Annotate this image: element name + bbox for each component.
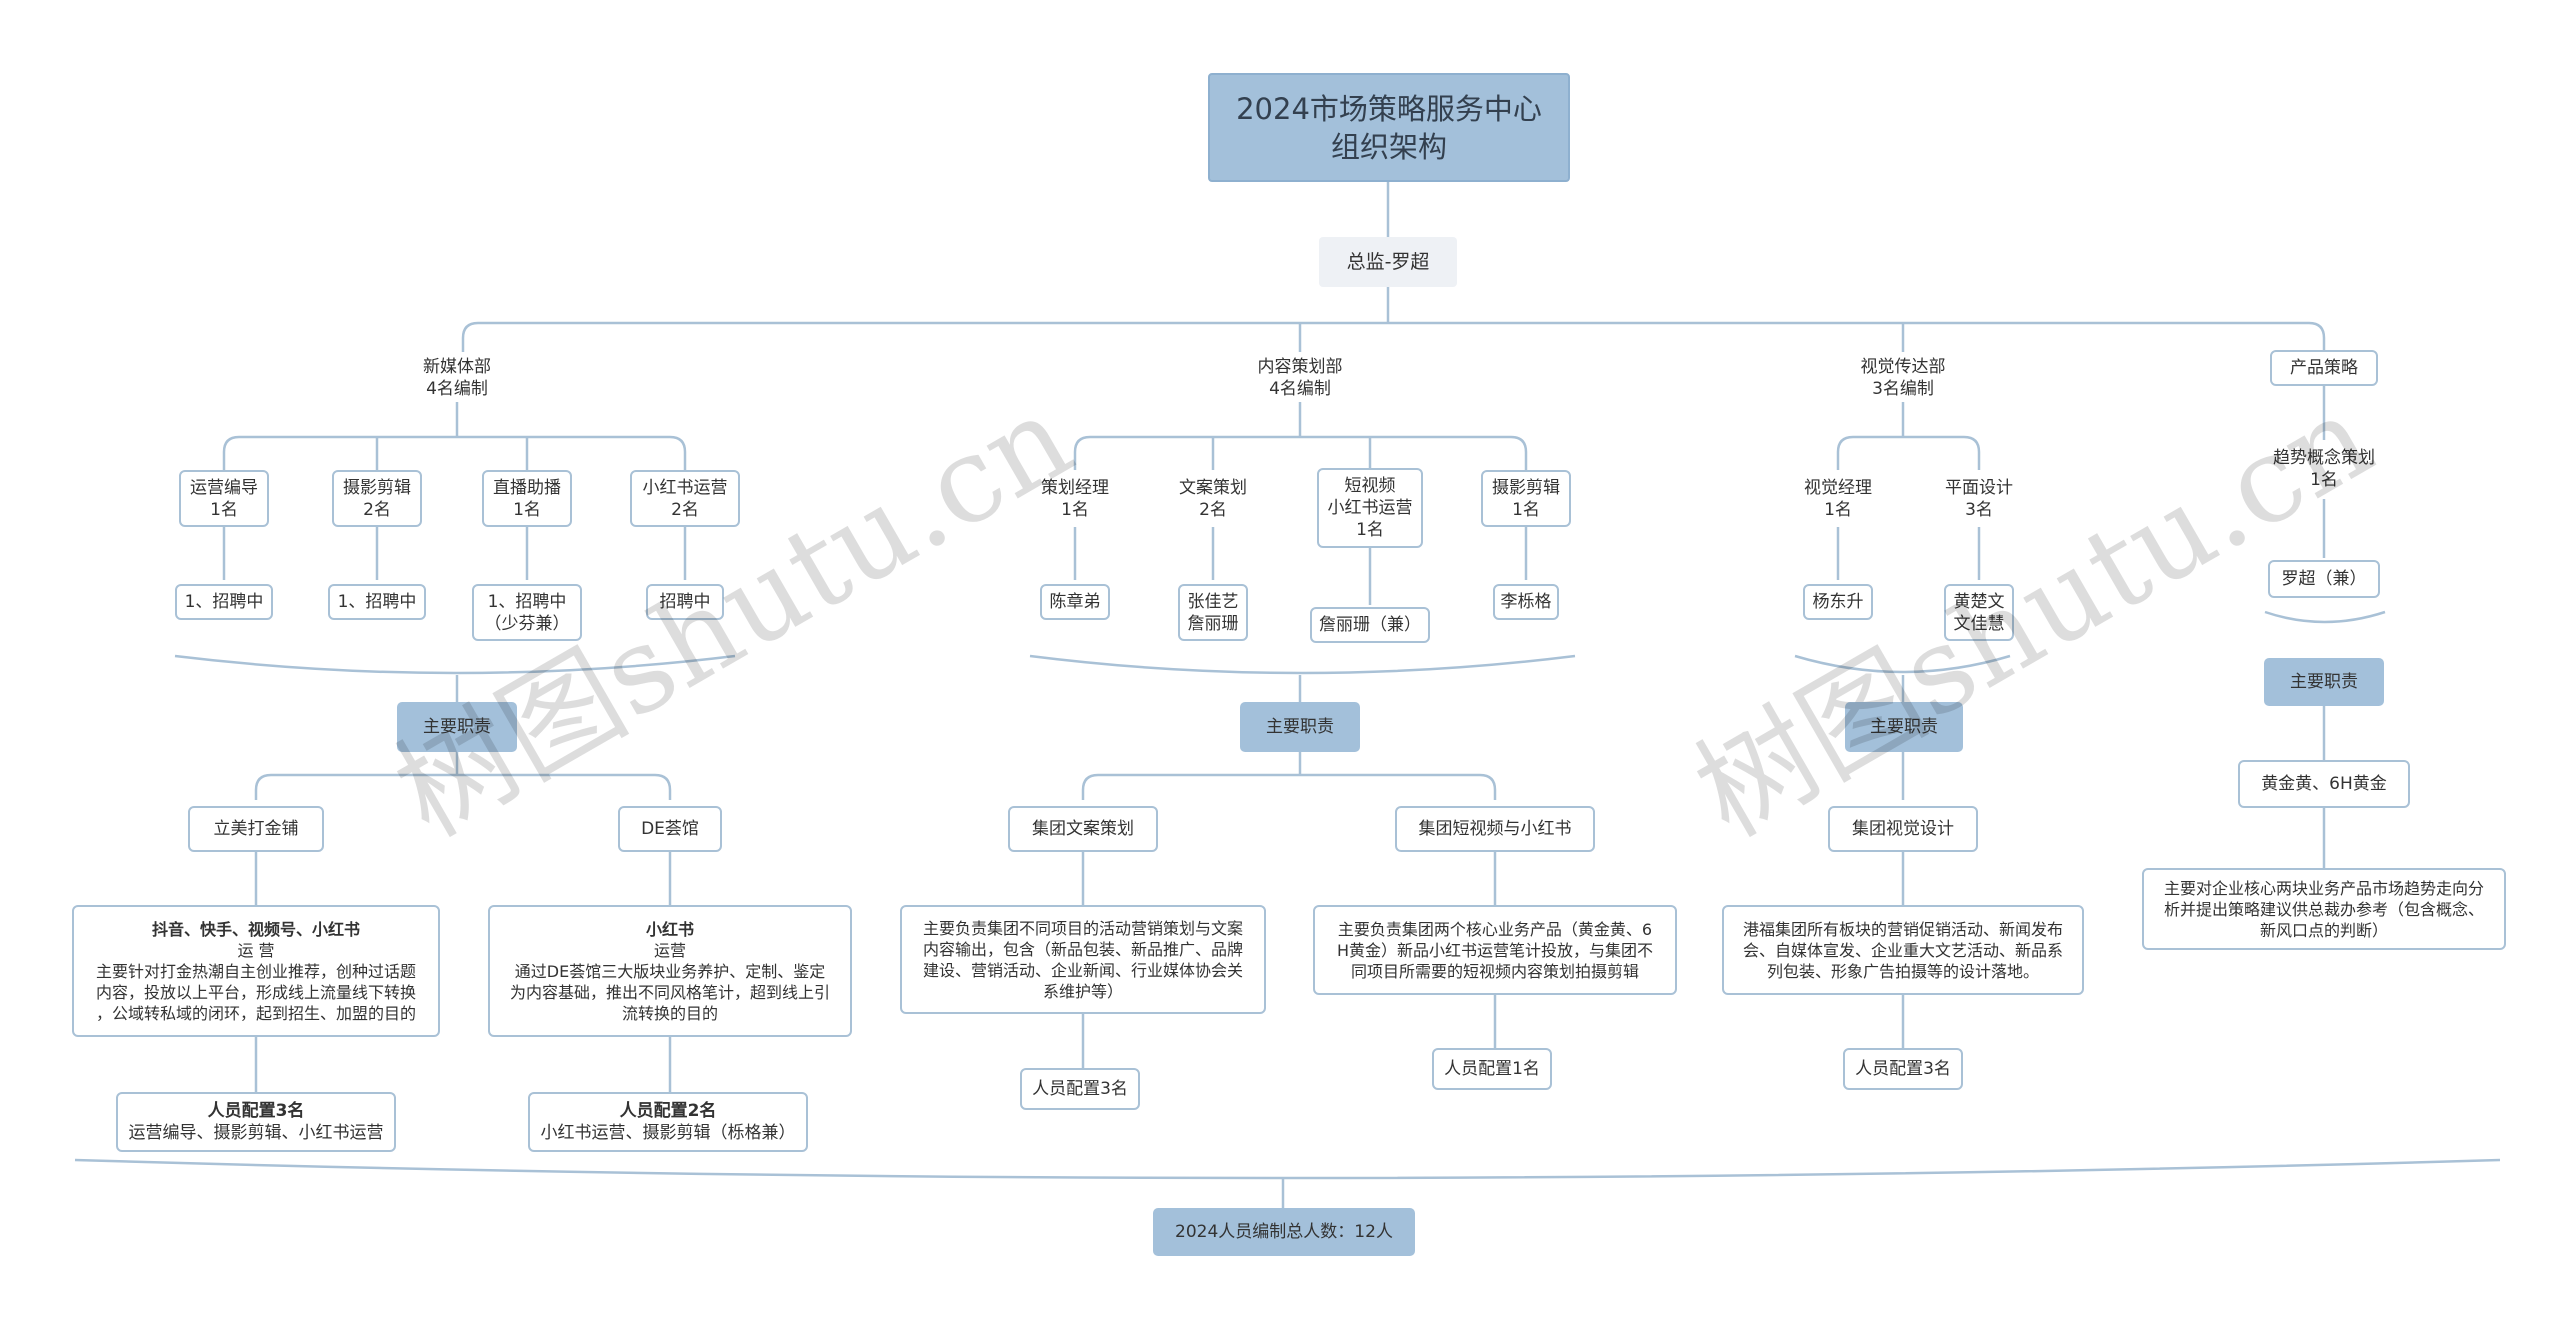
staff-node: 罗超（兼） — [2268, 560, 2380, 598]
staff-node: 杨东升 — [1803, 584, 1873, 620]
staff-node: 1、招聘中 — [175, 584, 273, 620]
duty-node-content: 主要职责 — [1240, 702, 1360, 752]
staffing-node: 人员配置3名 — [1020, 1068, 1140, 1110]
unit-node: 集团短视频与小红书 — [1395, 806, 1595, 852]
unit-node: 立美打金铺 — [188, 806, 324, 852]
desc-node: 港福集团所有板块的营销促销活动、新闻发布 会、自媒体宣发、企业重大文艺活动、新品… — [1722, 905, 2084, 995]
desc-node: 主要对企业核心两块业务产品市场趋势走向分 析并提出策略建议供总裁办参考（包含概念… — [2142, 868, 2506, 950]
staff-node: 李栎格 — [1493, 584, 1559, 620]
duty-node-visual: 主要职责 — [1845, 702, 1963, 752]
duty-node-newmedia: 主要职责 — [397, 702, 517, 752]
unit-node: 集团视觉设计 — [1828, 806, 1978, 852]
total-headcount: 2024人员编制总人数：12人 — [1153, 1208, 1415, 1256]
desc-node: 主要负责集团两个核心业务产品（黄金黄、6 H黄金）新品小红书运营笔计投放，与集团… — [1313, 905, 1677, 995]
staffing-node: 人员配置2名 小红书运营、摄影剪辑（栎格兼） — [528, 1092, 808, 1152]
chart-title-line2: 组织架构 — [1330, 129, 1447, 164]
dept-content: 内容策划部 4名编制 — [1257, 357, 1343, 399]
desc-node: 小红书 运营 通过DE荟馆三大版块业务养护、定制、鉴定 为内容基础，推出不同风格… — [488, 905, 852, 1037]
dept-product: 产品策略 — [2270, 350, 2378, 386]
staffing-node: 人员配置1名 — [1432, 1048, 1552, 1090]
staffing-node: 人员配置3名 运营编导、摄影剪辑、小红书运营 — [116, 1092, 396, 1152]
role-node: 平面设计 3名 — [1945, 477, 2013, 520]
role-node: 文案策划 2名 — [1179, 477, 1247, 520]
role-node: 运营编导 1名 — [179, 470, 269, 527]
desc-node: 主要负责集团不同项目的活动营销策划与文案 内容输出，包含（新品包装、新品推广、品… — [900, 905, 1266, 1014]
staff-node: 张佳艺 詹丽珊 — [1178, 584, 1248, 641]
role-node: 策划经理 1名 — [1041, 477, 1109, 520]
dept-visual: 视觉传达部 3名编制 — [1860, 357, 1946, 399]
staff-node: 1、招聘中 （少芬兼） — [472, 584, 582, 641]
chart-title: 2024市场策略服务中心 组织架构 — [1208, 73, 1570, 182]
role-node: 摄影剪辑 2名 — [332, 470, 422, 527]
unit-node: 黄金黄、6H黄金 — [2238, 760, 2410, 808]
unit-node: 集团文案策划 — [1008, 806, 1158, 852]
staff-node: 招聘中 — [646, 584, 724, 620]
director-node: 总监-罗超 — [1319, 237, 1457, 287]
role-node: 视觉经理 1名 — [1804, 477, 1872, 520]
role-node: 直播助播 1名 — [482, 470, 572, 527]
desc-node: 抖音、快手、视频号、小红书 运 营 主要针对打金热潮自主创业推荐，创种过话题 内… — [72, 905, 440, 1037]
chart-title-line1: 2024市场策略服务中心 — [1236, 91, 1542, 126]
dept-newmedia: 新媒体部 4名编制 — [423, 357, 491, 399]
duty-node-product: 主要职责 — [2264, 658, 2384, 706]
role-node: 趋势概念策划 1名 — [2273, 447, 2375, 490]
unit-node: DE荟馆 — [618, 806, 722, 852]
staff-node: 詹丽珊（兼） — [1310, 607, 1430, 643]
role-node: 短视频 小红书运营 1名 — [1317, 468, 1423, 548]
role-node: 摄影剪辑 1名 — [1481, 470, 1571, 527]
staff-node: 黄楚文 文佳慧 — [1944, 584, 2014, 641]
staffing-node: 人员配置3名 — [1843, 1048, 1963, 1090]
staff-node: 陈章弟 — [1040, 584, 1110, 620]
staff-node: 1、招聘中 — [328, 584, 426, 620]
role-node: 小红书运营 2名 — [630, 470, 740, 527]
